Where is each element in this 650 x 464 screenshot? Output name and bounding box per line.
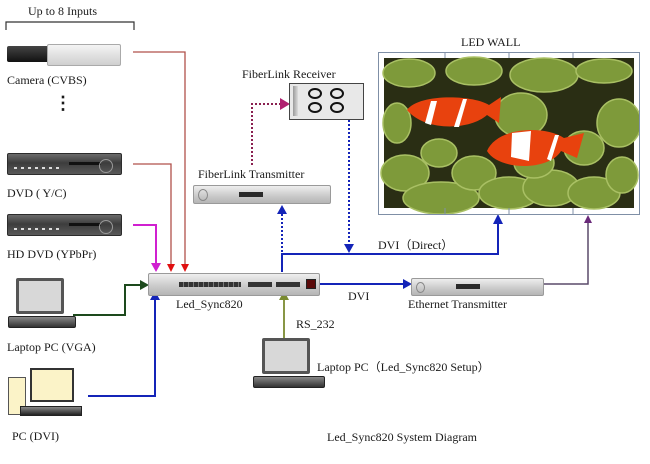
hddvd-arrow: [151, 263, 161, 272]
led-sync820-label: Led_Sync820: [176, 297, 243, 311]
camera-icon: [7, 46, 49, 62]
camera-to-ledsync-line: [133, 51, 186, 266]
laptop-setup-icon: [253, 338, 325, 390]
ethtx-to-ledwall-line: [542, 222, 589, 285]
rs232-label: RS_232: [296, 317, 335, 331]
ethernet-transmitter-icon: [411, 278, 544, 296]
inputs-bracket-label: Up to 8 Inputs: [28, 4, 97, 18]
clownfish-shapes: [407, 97, 584, 166]
led-wall-image: [380, 53, 639, 214]
fibertx-arrow: [277, 205, 287, 214]
ethernet-transmitter-label: Ethernet Transmitter: [408, 297, 507, 311]
fibertx-to-fiberrx-dotted: [251, 103, 282, 165]
fiberrx-down-arrow: [344, 244, 354, 253]
more-inputs-ellipsis: ⋮: [54, 93, 72, 113]
laptop-vga-line: [73, 284, 142, 316]
laptop-vga-arrow: [140, 280, 149, 290]
dvi-direct-line: [281, 222, 499, 272]
pc-dvi-line: [88, 298, 156, 397]
fiberlink-receiver-label: FiberLink Receiver: [242, 67, 336, 81]
laptop-setup-label: Laptop PC（Led_Sync820 Setup）: [317, 360, 490, 374]
pc-dvi-label: PC (DVI): [12, 429, 59, 443]
ledwall-eth-arrow: [584, 215, 592, 223]
dvd-player-icon: [7, 153, 122, 175]
hd-dvd-label: HD DVD (YPbPr): [7, 247, 97, 261]
fiberlink-transmitter-icon: [193, 185, 331, 204]
fiberlink-transmitter-label: FiberLink Transmitter: [198, 167, 305, 181]
camera-label: Camera (CVBS): [7, 73, 87, 87]
dvd-to-ledsync-line: [133, 163, 172, 266]
dvd-label: DVD ( Y/C): [7, 186, 67, 200]
led-wall-screen: [378, 52, 640, 215]
ledwall-direct-arrow: [493, 214, 503, 224]
laptop-vga-icon: [8, 278, 76, 330]
ethtx-arrow: [403, 279, 412, 289]
laptop-vga-label: Laptop PC (VGA): [7, 340, 96, 354]
fiber-receiver-icon: [289, 83, 364, 120]
dvd-arrow: [167, 264, 175, 272]
hddvd-to-ledsync-line: [133, 224, 157, 266]
hd-dvd-player-icon: [7, 214, 122, 236]
camera-arrow: [181, 264, 189, 272]
dvi-label: DVI: [348, 289, 370, 303]
diagram-title: Led_Sync820 System Diagram: [327, 430, 477, 444]
led-sync820-device: [148, 273, 320, 296]
inputs-bracket: [5, 21, 135, 30]
desktop-pc-icon: [8, 368, 82, 418]
dvi-direct-label: DVI（Direct）: [378, 238, 454, 252]
camera-device: [7, 44, 121, 66]
fiberrx-arrow: [280, 98, 290, 110]
led-wall-label: LED WALL: [461, 35, 521, 49]
